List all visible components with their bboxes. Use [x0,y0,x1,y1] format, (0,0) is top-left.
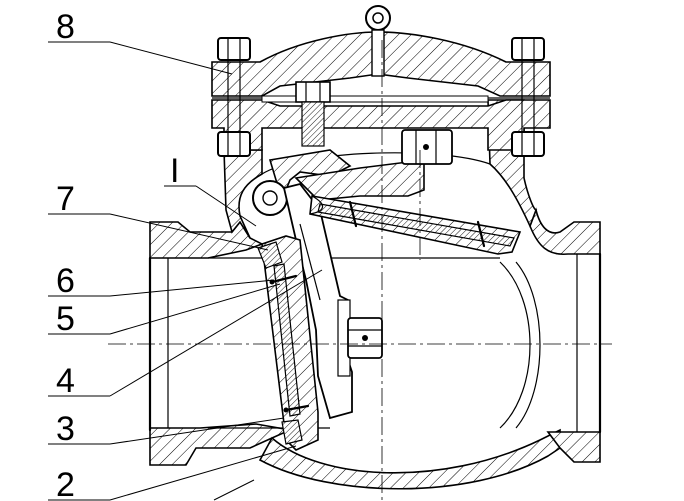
body-neck-left [223,149,263,239]
disc-closed [257,235,319,451]
callout-2: 2 [56,466,75,501]
valve-body [148,99,602,490]
bracket-cap-screw [295,81,331,147]
disc-facing [273,263,301,417]
seat-ring-top [257,241,283,269]
body-top-flange [211,99,551,151]
callout-7: 7 [56,180,75,218]
callout-leaders [48,41,323,501]
right-bonnet-bolt [511,37,545,157]
bonnet-gasket [261,95,489,103]
outlet-wall-bottom [546,431,601,463]
callout-I: I [170,152,179,190]
lifting-eye-bolt [365,5,391,77]
left-bonnet-bolt [217,37,251,157]
callout-4: 4 [56,362,75,400]
disc-open [294,129,522,255]
callout-labels: 8 I 7 6 5 4 3 2 [56,8,179,501]
seat-ring-bottom [281,419,303,445]
callout-5: 5 [56,300,75,338]
outlet-wall-top [529,207,601,255]
open-arm-nut [401,129,453,165]
bonnet [211,5,551,157]
callout-6: 6 [56,262,75,300]
callout-8: 8 [56,8,75,46]
open-disc-facing [317,203,515,247]
arm-nut [347,317,383,359]
centerlines [108,40,612,500]
callout-3: 3 [56,410,75,448]
